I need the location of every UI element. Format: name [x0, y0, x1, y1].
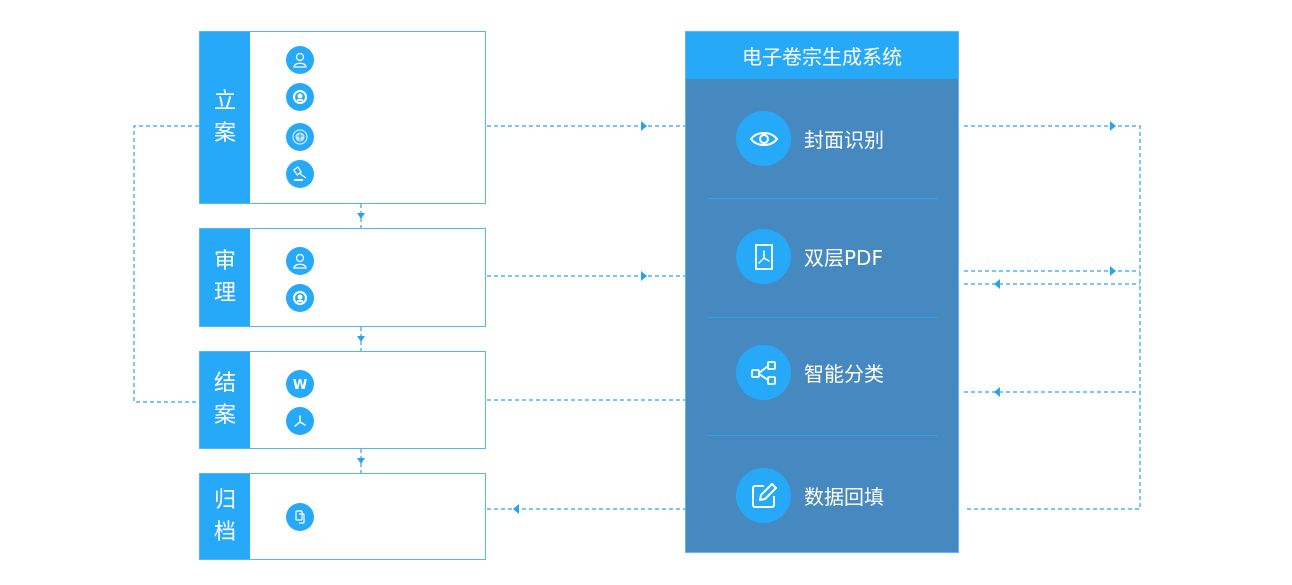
copy-documents-icon: [286, 503, 314, 531]
stage-label: 归 档: [200, 474, 250, 559]
feature-dual-layer-pdf: 双层PDF: [736, 229, 883, 284]
stage-label: 结 案: [200, 352, 250, 448]
pdf-document-icon: [736, 229, 791, 284]
arrow-down: [357, 458, 365, 464]
stage-label-char: 审: [213, 248, 236, 274]
stage-label-char: 案: [213, 120, 236, 146]
stage-jiean: 结 案 W: [199, 351, 486, 449]
edit-icon: [736, 468, 791, 523]
stage-label-char: 理: [213, 280, 236, 306]
national-emblem-icon: [286, 83, 314, 111]
word-doc-icon: W: [286, 370, 314, 398]
electronic-dossier-system-panel: 电子卷宗生成系统 封面识别 双层PDF 智能分类 数据回填: [685, 31, 959, 553]
stage-lian: 立 案: [199, 31, 486, 204]
arrow-right: [641, 271, 647, 281]
pdf-icon: [286, 407, 314, 435]
stage-label: 立 案: [200, 32, 250, 203]
stage-label-char: 归: [213, 487, 236, 513]
arrow-left: [994, 387, 1000, 397]
feature-data-backfill: 数据回填: [736, 468, 884, 523]
feature-smart-classification: 智能分类: [736, 345, 884, 400]
feature-label: 数据回填: [804, 485, 884, 509]
divider: [708, 198, 938, 199]
divider: [708, 435, 938, 436]
arrow-right: [641, 121, 647, 131]
stage-label: 审 理: [200, 229, 250, 326]
court-emblem-icon: [286, 123, 314, 151]
stage-label-char: 结: [213, 371, 236, 396]
feature-cover-recognition: 封面识别: [736, 111, 884, 166]
stage-label-char: 案: [213, 403, 236, 428]
arrow-right: [1110, 266, 1116, 276]
national-emblem-icon: [286, 284, 314, 312]
loop-connector-right: [964, 125, 1141, 510]
share-nodes-icon: [736, 345, 791, 400]
stage-guidang: 归 档: [199, 473, 486, 560]
svg-text:W: W: [293, 378, 307, 393]
feature-label: 智能分类: [804, 362, 884, 386]
arrow-left: [994, 279, 1000, 289]
system-title: 电子卷宗生成系统: [686, 32, 958, 79]
eye-icon: [736, 111, 791, 166]
stage-label-char: 立: [213, 88, 236, 114]
feature-label: 封面识别: [804, 128, 884, 152]
stage-label-char: 档: [213, 519, 236, 545]
divider: [708, 317, 938, 318]
stage-shenli: 审 理: [199, 228, 486, 327]
arrow-down: [357, 336, 365, 342]
person-icon: [286, 46, 314, 74]
arrow-down: [357, 213, 365, 219]
arrow-right: [1110, 121, 1116, 131]
gavel-icon: [286, 160, 314, 188]
person-icon: [286, 247, 314, 275]
loop-connector-left: [133, 125, 199, 403]
feature-label: 双层PDF: [804, 246, 883, 270]
arrow-left: [513, 504, 519, 514]
